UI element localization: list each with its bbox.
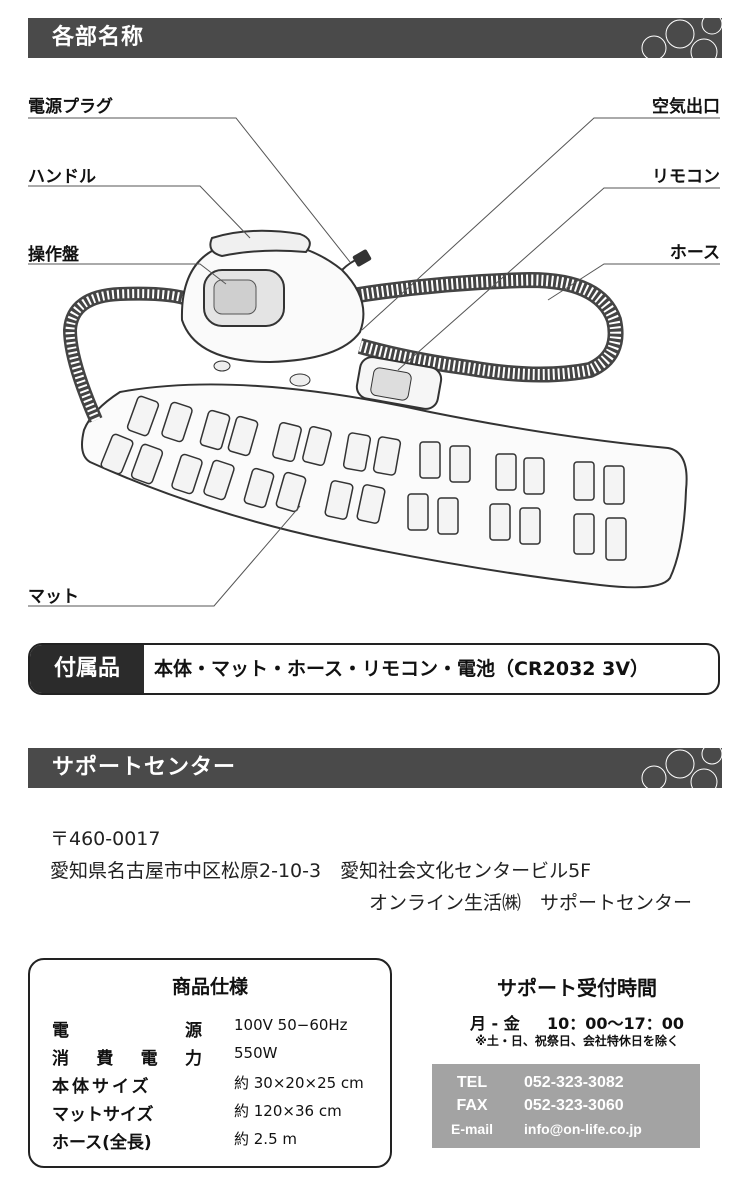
accessories-items: 本体・マット・ホース・リモコン・電池（CR2032 3V） xyxy=(154,658,650,680)
contact-email-row: E-mail info@on-life.co.jp xyxy=(432,1121,700,1141)
tel-value[interactable]: 052-323-3082 xyxy=(524,1074,624,1091)
part-label-hose: ホース xyxy=(669,243,720,263)
spec-label: ホース(全長) xyxy=(52,1133,152,1153)
spec-row-mat-size: マットサイズ 約 120×36 cm xyxy=(52,1100,382,1126)
part-label-remote: リモコン xyxy=(652,167,720,187)
product-diagram xyxy=(28,117,720,607)
fax-value: 052-323-3060 xyxy=(524,1097,624,1114)
parts-section-title: 各部名称 xyxy=(52,25,145,50)
spec-label: 電 源 xyxy=(52,1021,202,1041)
spec-label: 本体サイズ xyxy=(52,1077,152,1097)
spec-box: 商品仕様 電 源 100V 50−60Hz 消 費 電 力 550W 本体サイズ… xyxy=(28,958,392,1168)
spec-value: 550W xyxy=(234,1044,278,1062)
postal-code: 〒460-0017 xyxy=(50,828,161,850)
part-label-control-panel: 操作盤 xyxy=(28,245,79,265)
bubble-decoration-icon xyxy=(641,748,722,788)
spec-label: 消 費 電 力 xyxy=(52,1049,202,1069)
spec-value: 約 30×20×25 cm xyxy=(234,1074,364,1092)
part-label-power-plug: 電源プラグ xyxy=(28,97,113,117)
address-line-1: 愛知県名古屋市中区松原2-10-3 愛知社会文化センタービル5F xyxy=(50,860,592,882)
support-hours-note: ※土・日、祝祭日、会社特休日を除く xyxy=(475,1034,679,1048)
spec-value: 約 120×36 cm xyxy=(234,1102,342,1120)
part-label-air-outlet: 空気出口 xyxy=(652,97,720,117)
fax-label: FAX xyxy=(456,1097,488,1114)
email-value[interactable]: info@on-life.co.jp xyxy=(524,1121,642,1137)
support-section-banner: サポートセンター xyxy=(28,748,722,788)
parts-section-banner: 各部名称 xyxy=(28,18,722,58)
tel-label: TEL xyxy=(456,1074,488,1091)
spec-row-body-size: 本体サイズ 約 30×20×25 cm xyxy=(52,1072,382,1098)
spec-value: 約 2.5 m xyxy=(234,1130,298,1148)
contact-tel-row: TEL 052-323-3082 xyxy=(432,1074,700,1094)
support-section-title: サポートセンター xyxy=(52,755,237,780)
spec-value: 100V 50−60Hz xyxy=(234,1016,348,1034)
accessories-box: 付属品 本体・マット・ホース・リモコン・電池（CR2032 3V） xyxy=(28,643,720,695)
support-days: 月 - 金 xyxy=(469,1014,520,1033)
email-label: E-mail xyxy=(450,1121,493,1137)
spec-row-power: 電 源 100V 50−60Hz xyxy=(52,1016,382,1042)
spec-label: マットサイズ xyxy=(52,1105,154,1125)
contact-box: TEL 052-323-3082 FAX 052-323-3060 E-mail… xyxy=(432,1064,700,1148)
support-hours-title: サポート受付時間 xyxy=(497,976,657,1000)
contact-fax-row: FAX 052-323-3060 xyxy=(432,1097,700,1117)
support-hours-line: 月 - 金 10：00〜17：00 xyxy=(432,1010,722,1034)
spec-row-consumption: 消 費 電 力 550W xyxy=(52,1044,382,1070)
address-line-2: オンライン生活㈱ サポートセンター xyxy=(368,892,692,914)
mat-illustration xyxy=(81,383,688,589)
spec-row-hose-length: ホース(全長) 約 2.5 m xyxy=(52,1128,382,1154)
bubble-decoration-icon xyxy=(641,18,722,58)
spec-title: 商品仕様 xyxy=(171,976,248,998)
part-label-mat: マット xyxy=(28,587,79,607)
support-time: 10：00〜17：00 xyxy=(546,1014,685,1033)
part-label-handle: ハンドル xyxy=(28,167,96,187)
accessories-tag: 付属品 xyxy=(30,645,144,693)
